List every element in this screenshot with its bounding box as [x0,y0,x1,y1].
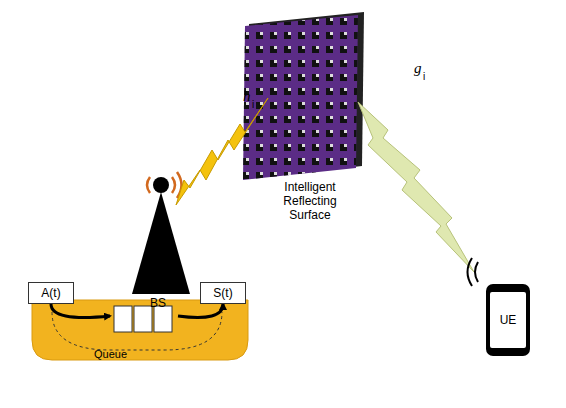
bs-label: BS [150,297,166,311]
node-label: UE [500,313,517,327]
phone-screen: UE [490,292,526,348]
flow-arrow [51,304,110,318]
channel-subscript: i [252,99,254,111]
channel-subscript: i [423,71,425,83]
beam-g [358,102,474,272]
node-label: A(t) [41,286,60,300]
phone-signal [468,258,479,286]
phone-node: UE [486,284,530,356]
channel-symbol: h [243,88,251,105]
process-box: S(t) [200,282,246,304]
node-label: Queue [94,348,127,360]
process-box: A(t) [28,282,74,304]
queue-band [32,300,248,360]
channel-symbol: g [414,60,422,77]
queue-band-node: Queue [32,300,248,360]
flow-arrow [178,304,223,318]
beam-h [176,98,268,205]
irs-label: Intelligent Reflecting Surface [262,181,358,222]
irs-panel [243,12,364,180]
node-label: S(t) [213,286,232,300]
